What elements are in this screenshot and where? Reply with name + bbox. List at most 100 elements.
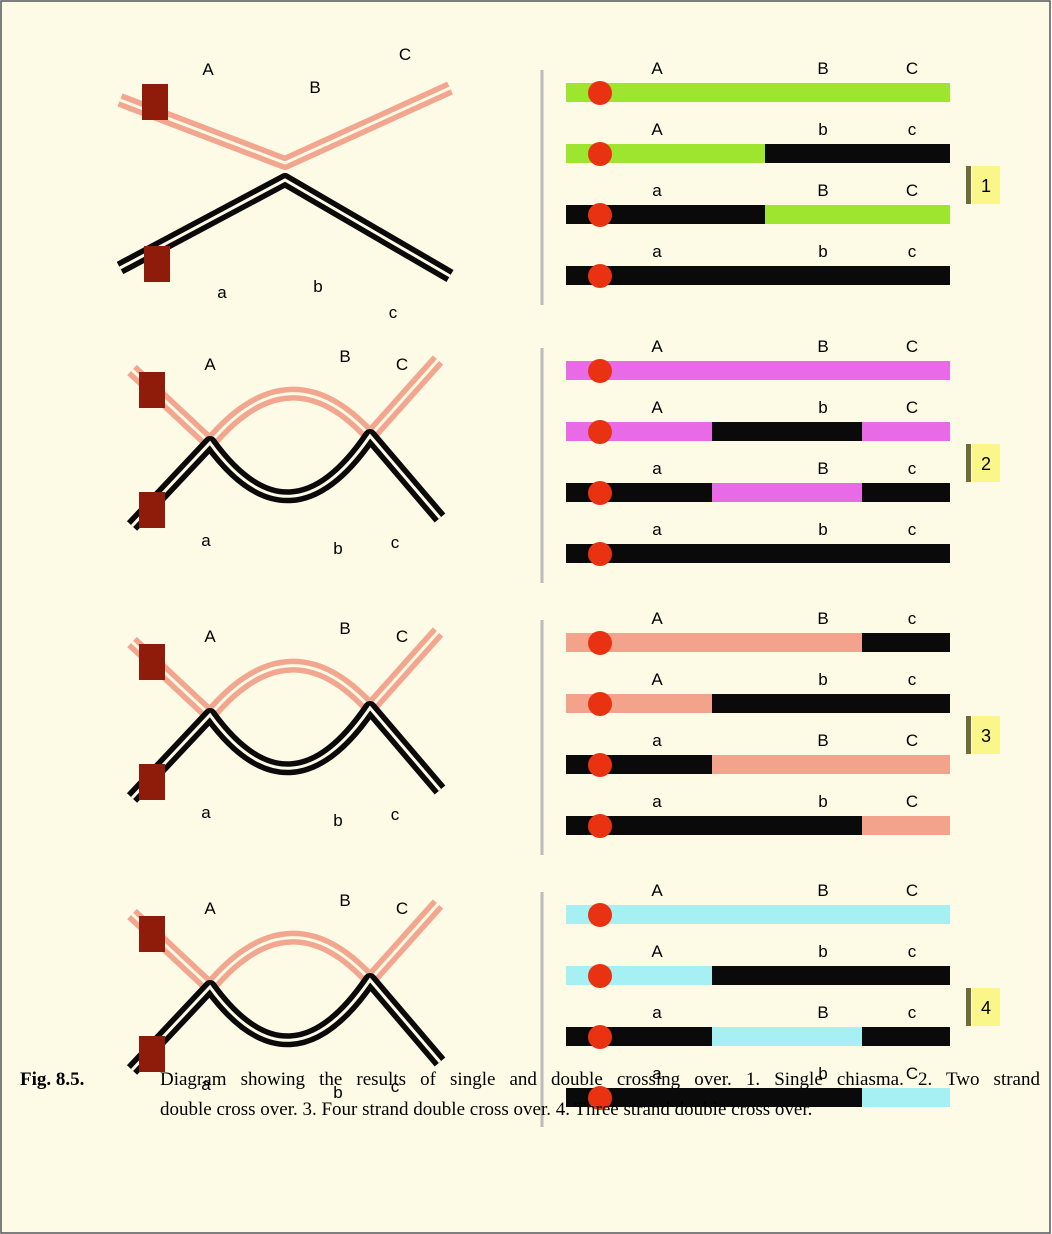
centromere bbox=[139, 372, 165, 408]
centromere bbox=[588, 142, 612, 166]
chromatid-segment bbox=[862, 205, 950, 224]
gene-label: B bbox=[817, 609, 828, 628]
gene-label: b bbox=[818, 670, 827, 689]
gene-label: b bbox=[818, 942, 827, 961]
caption-number: Fig. 8.5. bbox=[20, 1069, 84, 1091]
centromere bbox=[588, 692, 612, 716]
centromere bbox=[139, 492, 165, 528]
gene-label: B bbox=[817, 59, 828, 78]
gene-label: b bbox=[818, 520, 827, 539]
centromere bbox=[588, 542, 612, 566]
chromatid-segment bbox=[566, 361, 712, 380]
gene-label: C bbox=[906, 881, 918, 900]
panel-number: 3 bbox=[981, 726, 991, 746]
gene-label: c bbox=[908, 942, 917, 961]
chromatid-segment bbox=[712, 633, 862, 652]
centromere bbox=[588, 359, 612, 383]
centromere bbox=[588, 481, 612, 505]
gene-label: A bbox=[651, 881, 663, 900]
chromatid-segment bbox=[712, 755, 862, 774]
gene-label: C bbox=[906, 59, 918, 78]
centromere bbox=[588, 903, 612, 927]
chromatid-segment bbox=[862, 361, 950, 380]
chromatid-segment bbox=[862, 633, 950, 652]
chromatid-segment bbox=[862, 483, 950, 502]
gene-label: a bbox=[201, 803, 211, 822]
chromatid-segment bbox=[566, 483, 712, 502]
gene-label: C bbox=[396, 627, 408, 646]
badge-edge bbox=[966, 716, 971, 754]
badge-edge bbox=[966, 166, 971, 204]
chromatid-segment bbox=[862, 755, 950, 774]
gene-label: C bbox=[906, 792, 918, 811]
chromatid-segment bbox=[862, 694, 950, 713]
chromatid-segment bbox=[862, 266, 950, 285]
gene-label: a bbox=[201, 531, 211, 550]
gene-label: A bbox=[651, 337, 663, 356]
gene-label: c bbox=[391, 533, 400, 552]
gene-label: B bbox=[339, 347, 350, 366]
panel-number: 4 bbox=[981, 998, 991, 1018]
gene-label: A bbox=[651, 670, 663, 689]
chromatid-segment bbox=[862, 905, 950, 924]
panel-number: 1 bbox=[981, 176, 991, 196]
chromatid-segment bbox=[712, 905, 862, 924]
gene-label: B bbox=[309, 78, 320, 97]
gene-label: B bbox=[817, 881, 828, 900]
chromatid-segment bbox=[765, 144, 862, 163]
badge-edge bbox=[966, 444, 971, 482]
gene-label: B bbox=[339, 619, 350, 638]
gene-label: c bbox=[908, 120, 917, 139]
gene-label: b bbox=[818, 242, 827, 261]
chromatid-segment bbox=[566, 905, 712, 924]
chromatid-segment bbox=[712, 1027, 862, 1046]
chromatid-segment bbox=[765, 83, 862, 102]
gene-label: b bbox=[333, 811, 342, 830]
chromatid-segment bbox=[566, 816, 712, 835]
chromatid-segment bbox=[712, 544, 862, 563]
gene-label: A bbox=[651, 942, 663, 961]
chromatid-segment bbox=[566, 633, 712, 652]
caption-line-1: Diagram showing the results of single an… bbox=[160, 1069, 1040, 1091]
gene-label: a bbox=[652, 181, 662, 200]
centromere bbox=[588, 264, 612, 288]
gene-label: B bbox=[817, 459, 828, 478]
gene-label: c bbox=[908, 242, 917, 261]
chromatid-segment bbox=[862, 144, 950, 163]
gene-label: a bbox=[652, 731, 662, 750]
gene-label: b bbox=[818, 398, 827, 417]
chromatid-segment bbox=[566, 755, 712, 774]
chromatid-segment bbox=[566, 422, 712, 441]
gene-label: b bbox=[313, 277, 322, 296]
centromere bbox=[144, 246, 170, 282]
chromatid-segment bbox=[862, 966, 950, 985]
gene-label: c bbox=[908, 459, 917, 478]
gene-label: C bbox=[906, 398, 918, 417]
gene-label: a bbox=[652, 1003, 662, 1022]
gene-label: C bbox=[906, 181, 918, 200]
centromere bbox=[588, 753, 612, 777]
chromatid-segment bbox=[765, 266, 862, 285]
gene-label: C bbox=[906, 731, 918, 750]
gene-label: a bbox=[652, 520, 662, 539]
gene-label: C bbox=[396, 355, 408, 374]
gene-label: c bbox=[391, 805, 400, 824]
centromere bbox=[588, 1025, 612, 1049]
gene-label: B bbox=[817, 1003, 828, 1022]
gene-label: a bbox=[652, 459, 662, 478]
gene-label: A bbox=[204, 627, 216, 646]
chromatid-segment bbox=[862, 544, 950, 563]
chromatid-segment bbox=[862, 422, 950, 441]
gene-label: A bbox=[204, 355, 216, 374]
chromatid-segment bbox=[566, 1027, 712, 1046]
chromatid-segment bbox=[712, 361, 862, 380]
gene-label: A bbox=[651, 398, 663, 417]
centromere bbox=[588, 814, 612, 838]
centromere bbox=[588, 420, 612, 444]
chromatid-segment bbox=[712, 816, 862, 835]
gene-label: C bbox=[399, 45, 411, 64]
gene-label: A bbox=[651, 609, 663, 628]
centromere bbox=[588, 631, 612, 655]
gene-label: a bbox=[652, 242, 662, 261]
